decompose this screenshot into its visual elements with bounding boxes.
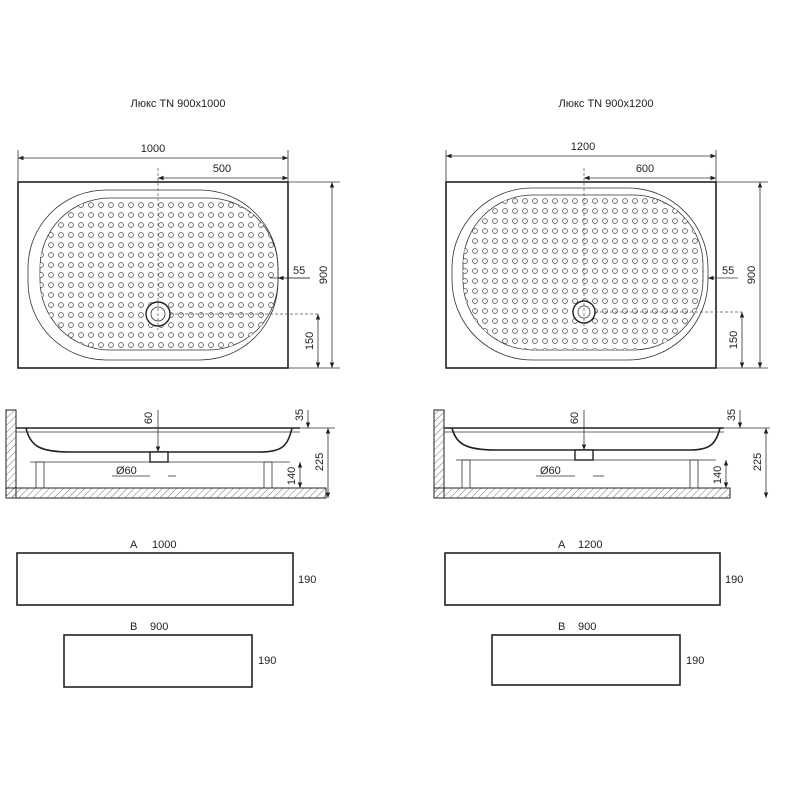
left-panels: A 1000 190 B 900 190 xyxy=(16,539,316,688)
left-rim-height: 35 xyxy=(294,409,306,421)
left-bowl-depth: 60 xyxy=(143,412,155,424)
left-panel-a-length: 1000 xyxy=(152,539,176,551)
right-drain-offset: 150 xyxy=(728,331,740,349)
left-leg-height: 140 xyxy=(286,467,298,485)
left-panel-a-letter: A xyxy=(130,539,138,551)
right-top-view: 1200 600 900 55 150 xyxy=(445,141,768,369)
left-drain-offset: 150 xyxy=(304,332,316,350)
left-panel-b-length: 900 xyxy=(150,621,168,633)
right-title: Люкс TN 900x1200 xyxy=(558,98,653,110)
left-width-dimension: 1000 xyxy=(141,143,165,155)
right-leg-height: 140 xyxy=(712,466,724,484)
right-side-offset: 55 xyxy=(722,265,734,277)
right-panel-b-length: 900 xyxy=(578,621,596,633)
right-side-view: 60 35 225 140 Ø60 xyxy=(433,409,770,499)
right-panel-b-height: 190 xyxy=(686,655,704,667)
right-bowl-depth: 60 xyxy=(569,412,581,424)
left-panel-b xyxy=(63,634,253,688)
right-panel-a-height: 190 xyxy=(725,574,743,586)
right-drawing: Люкс TN 900x1200 1200 600 900 xyxy=(433,98,770,686)
right-rim-height: 35 xyxy=(726,409,738,421)
right-panel-b-letter: B xyxy=(558,621,565,633)
left-depth-dimension: 900 xyxy=(318,266,330,284)
right-total-height: 225 xyxy=(752,453,764,471)
right-panel-a-letter: A xyxy=(558,539,566,551)
right-panel-a-length: 1200 xyxy=(578,539,602,551)
right-panels: A 1200 190 B 900 190 xyxy=(444,539,743,686)
left-panel-a xyxy=(16,552,294,606)
left-side-offset: 55 xyxy=(293,265,305,277)
right-drain-diameter: Ø60 xyxy=(540,465,561,477)
left-top-view: 1000 500 900 55 150 xyxy=(17,143,340,369)
right-panel-a xyxy=(444,552,721,606)
left-title: Люкс TN 900x1000 xyxy=(130,98,225,110)
left-side-view: 60 35 225 140 Ø60 xyxy=(5,409,335,499)
left-panel-b-letter: B xyxy=(130,621,137,633)
right-half-dimension: 600 xyxy=(636,163,654,175)
left-total-height: 225 xyxy=(314,453,326,471)
right-panel-b xyxy=(491,634,681,686)
left-panel-a-height: 190 xyxy=(298,574,316,586)
left-panel-b-height: 190 xyxy=(258,655,276,667)
left-drawing: Люкс TN 900x1000 1000 500 900 xyxy=(5,98,340,688)
right-depth-dimension: 900 xyxy=(746,266,758,284)
left-drain-diameter: Ø60 xyxy=(116,465,137,477)
left-half-dimension: 500 xyxy=(213,163,231,175)
right-width-dimension: 1200 xyxy=(571,141,595,153)
